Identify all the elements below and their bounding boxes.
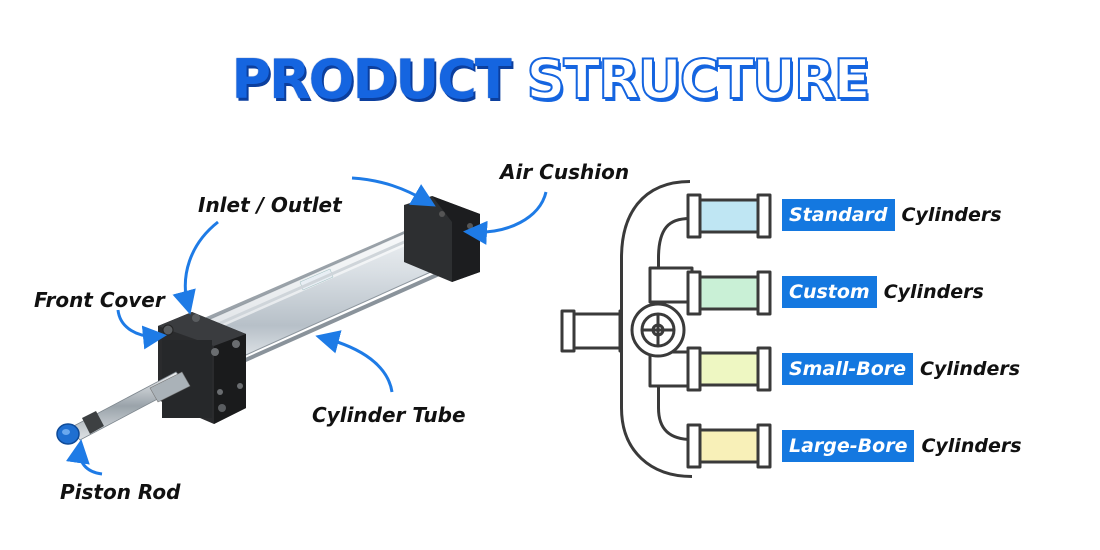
arrow-air-cushion — [351, 176, 436, 207]
cylinder-type-suffix: Cylinders — [921, 435, 1022, 457]
arrow-cylinder-tube — [315, 330, 394, 393]
pipe-small-bore — [698, 351, 762, 387]
arrow-piston-rod — [66, 439, 103, 476]
cylinder-type-row: Large-Bore Cylinders — [782, 429, 1022, 463]
cylinder-type-suffix: Cylinders — [901, 204, 1002, 226]
callout-arrows — [66, 176, 548, 476]
cylinder-type-suffix: Cylinders — [920, 358, 1021, 380]
pipe-manifold-illustration — [560, 180, 772, 478]
arrow-front-cover — [116, 309, 167, 350]
arrow-air-cushion-2 — [463, 191, 548, 245]
label-cylinder-tube: Cylinder Tube — [312, 403, 466, 427]
title-word-structure: STRUCTURE — [526, 47, 872, 112]
cylinder-type-row: Standard Cylinders — [782, 198, 1002, 232]
pipe-large-bore — [698, 428, 762, 464]
page-title: PRODUCT STRUCTURE — [0, 47, 1100, 112]
arrow-inlet-outlet — [172, 220, 219, 315]
cylinder-type-badge: Custom — [782, 276, 877, 308]
title-word-product: PRODUCT — [231, 48, 512, 111]
cylinder-type-badge: Small-Bore — [782, 353, 914, 385]
pneumatic-cylinder-illustration — [56, 196, 480, 445]
pipe-custom — [698, 275, 762, 311]
label-front-cover: Front Cover — [34, 288, 165, 312]
cylinder-type-badge: Standard — [782, 199, 895, 231]
label-piston-rod: Piston Rod — [60, 480, 181, 504]
valve-wheel-icon — [630, 302, 686, 358]
cylinder-type-row: Custom Cylinders — [782, 275, 984, 309]
cylinder-type-suffix: Cylinders — [883, 281, 984, 303]
pipe-standard — [698, 198, 762, 234]
cylinder-type-badge: Large-Bore — [782, 430, 915, 462]
label-air-cushion: Air Cushion — [500, 160, 630, 184]
cylinder-type-row: Small-Bore Cylinders — [782, 352, 1020, 386]
label-inlet-outlet: Inlet / Outlet — [198, 193, 342, 217]
